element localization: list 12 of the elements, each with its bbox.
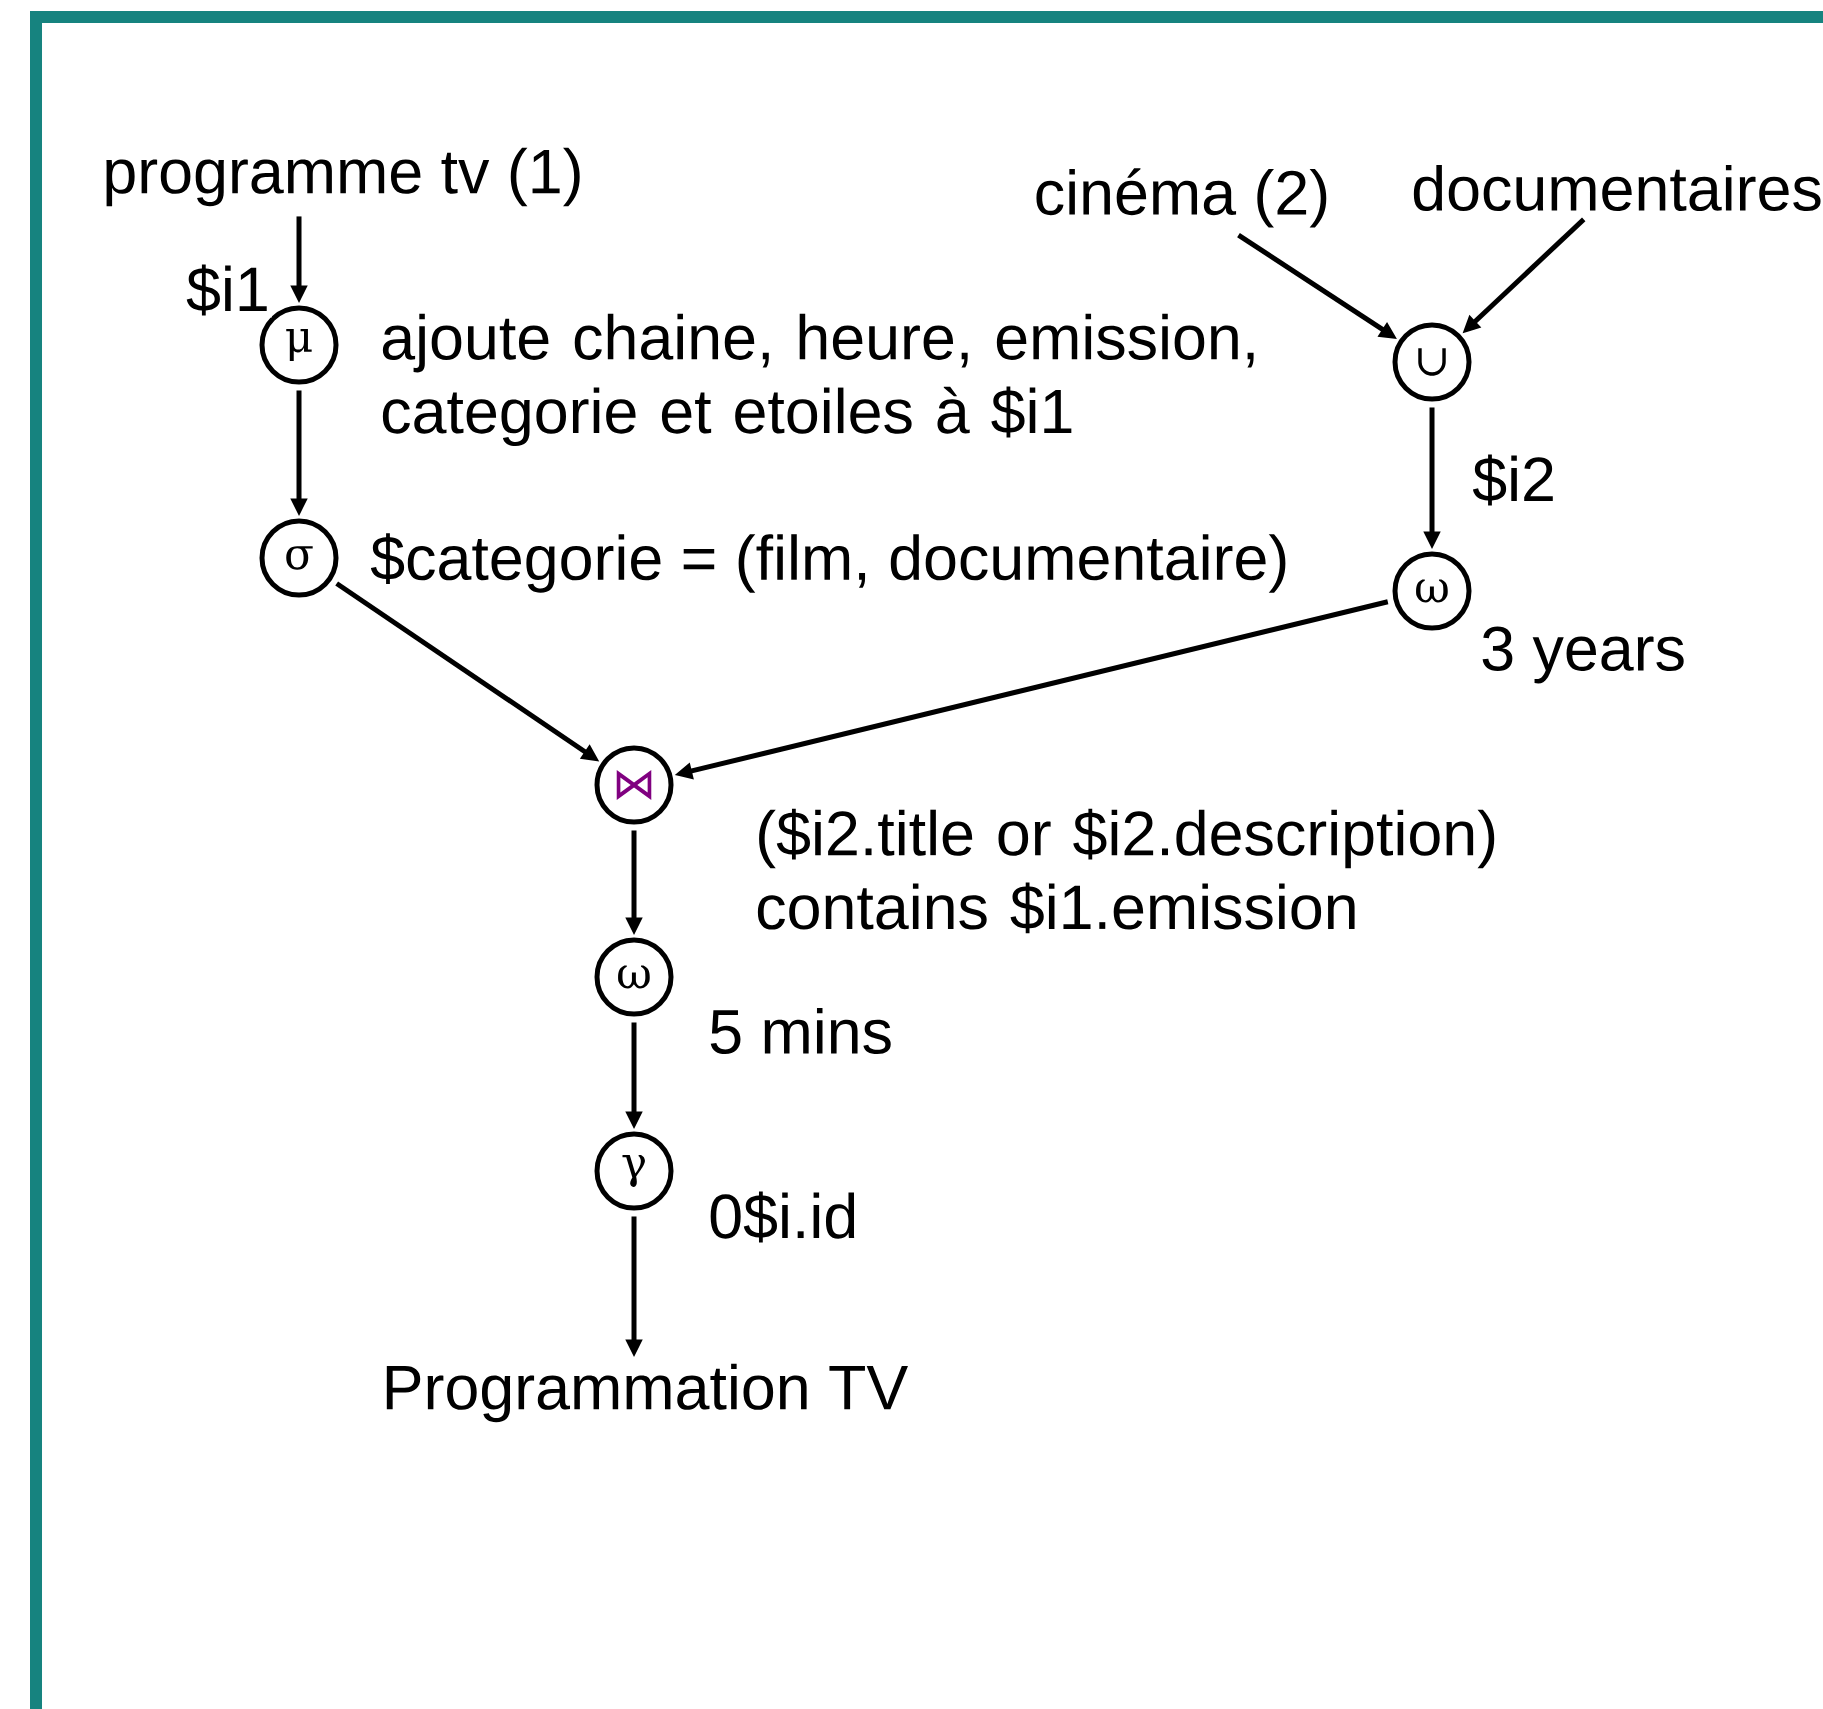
node-label: documentaires	[1413, 164, 1821, 211]
annotation-text: 0$i.id	[710, 1191, 855, 1243]
node-label: programme tv (1)	[106, 147, 580, 207]
annotation-text: 3 years	[1482, 626, 1684, 684]
annotation-text: ajoute chaine, heure, emission, categorie et etoiles à $i1	[382, 313, 1254, 447]
node-label: cinéma (2)	[1036, 168, 1327, 228]
annotation-text: 5 mins	[710, 1007, 891, 1055]
edge-label: $i2	[1470, 452, 1558, 508]
annotation-text: $categorie = (film, documentaire)	[370, 533, 1286, 593]
node-label: Programmation TV	[386, 1363, 908, 1423]
annotation-text: ($i2.title or $i2.description) contains $i1.emission	[757, 808, 1495, 934]
edge-label: $i1	[184, 262, 272, 318]
